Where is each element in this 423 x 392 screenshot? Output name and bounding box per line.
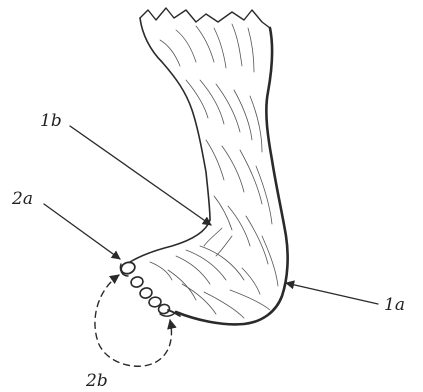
toes xyxy=(120,260,176,316)
leg-shading xyxy=(150,24,278,318)
toe-movement-arrow xyxy=(95,275,172,366)
label-2a: 2a xyxy=(11,189,33,209)
arrow-1a xyxy=(286,283,378,304)
leg-outline xyxy=(130,8,288,324)
label-1a: 1a xyxy=(384,295,405,315)
pointer-arrows xyxy=(44,126,378,304)
label-1b: 1b xyxy=(40,111,62,131)
label-2b: 2b xyxy=(85,371,108,391)
arrow-2a xyxy=(44,204,120,259)
arrow-1b xyxy=(70,126,211,225)
